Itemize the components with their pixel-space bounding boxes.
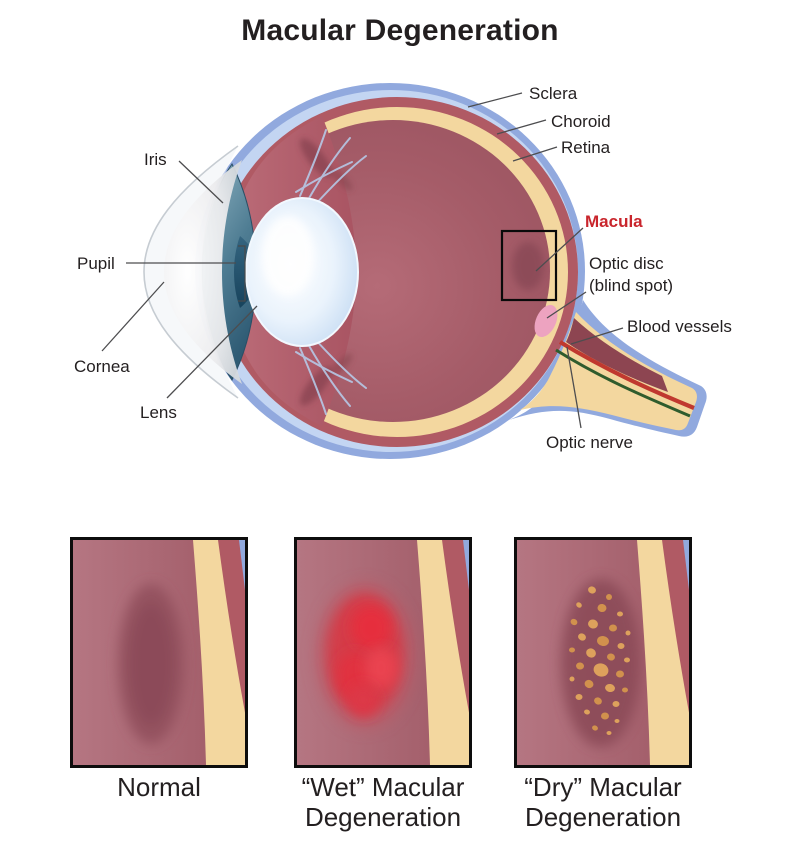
leader-blood-vessels: [570, 327, 624, 345]
central-retinal-artery: [558, 340, 695, 410]
leader-cornea: [101, 281, 165, 352]
sclera-band: [677, 540, 689, 635]
label-lens: Lens: [140, 403, 177, 422]
label-optic-disc-line1: Optic disc: [589, 254, 664, 273]
leader-choroid: [496, 119, 547, 135]
panel-dry-illustration: [517, 540, 689, 765]
label-retina: Retina: [561, 138, 611, 157]
leader-retina: [512, 146, 558, 162]
sclera-band: [457, 540, 469, 635]
page-title: Macular Degeneration: [241, 14, 559, 47]
label-macula: Macula: [585, 212, 643, 231]
drusen-deposits: [569, 586, 631, 735]
panel-normal: [70, 537, 248, 768]
leader-lens: [166, 305, 258, 399]
anterior-segment: [143, 116, 367, 426]
panel-caption-wet: “Wet” Macular Degeneration: [301, 772, 465, 832]
optic-nerve: [509, 300, 707, 437]
leader-iris: [178, 160, 224, 204]
panel-dry: [514, 537, 692, 768]
macula-callout-box: [500, 229, 558, 302]
cornea-shape: [143, 145, 242, 399]
panel-caption-dry: “Dry” Macular Degeneration: [524, 772, 682, 832]
label-cornea: Cornea: [74, 357, 130, 376]
eye-cross-section-illustration: [101, 83, 707, 459]
label-optic-disc: Optic disc (blind spot): [589, 253, 673, 297]
panel-normal-illustration: [73, 540, 245, 765]
pupil-bracket: [238, 245, 246, 302]
label-pupil: Pupil: [77, 254, 115, 273]
leader-sclera: [467, 92, 523, 108]
label-blood-vessels: Blood vessels: [627, 317, 732, 336]
label-optic-nerve: Optic nerve: [546, 433, 633, 452]
panel-caption-normal: Normal: [117, 772, 201, 802]
retina-band: [193, 540, 245, 765]
dry-macula: [561, 579, 641, 747]
optic-nerve-choroid-wedge: [566, 318, 668, 392]
label-sclera: Sclera: [529, 84, 578, 103]
central-retinal-vein: [555, 348, 691, 418]
lens-highlight: [262, 216, 314, 296]
retina-band: [417, 540, 469, 765]
normal-macula: [118, 584, 184, 744]
leader-lines: [101, 92, 624, 429]
panel-wet: [294, 537, 472, 768]
leader-optic-nerve: [566, 346, 582, 429]
panel-wet-illustration: [297, 540, 469, 765]
retina-band: [637, 540, 689, 765]
leader-macula: [535, 227, 584, 272]
optic-disc: [534, 304, 558, 338]
wet-hemorrhage-blob: [317, 584, 413, 728]
leader-optic-disc: [546, 291, 587, 319]
label-choroid: Choroid: [551, 112, 611, 131]
macula-spot: [512, 242, 544, 290]
label-iris: Iris: [144, 150, 167, 169]
sclera-band: [233, 540, 245, 635]
label-optic-disc-line2: (blind spot): [589, 276, 674, 295]
zonule-fibers: [295, 129, 367, 415]
